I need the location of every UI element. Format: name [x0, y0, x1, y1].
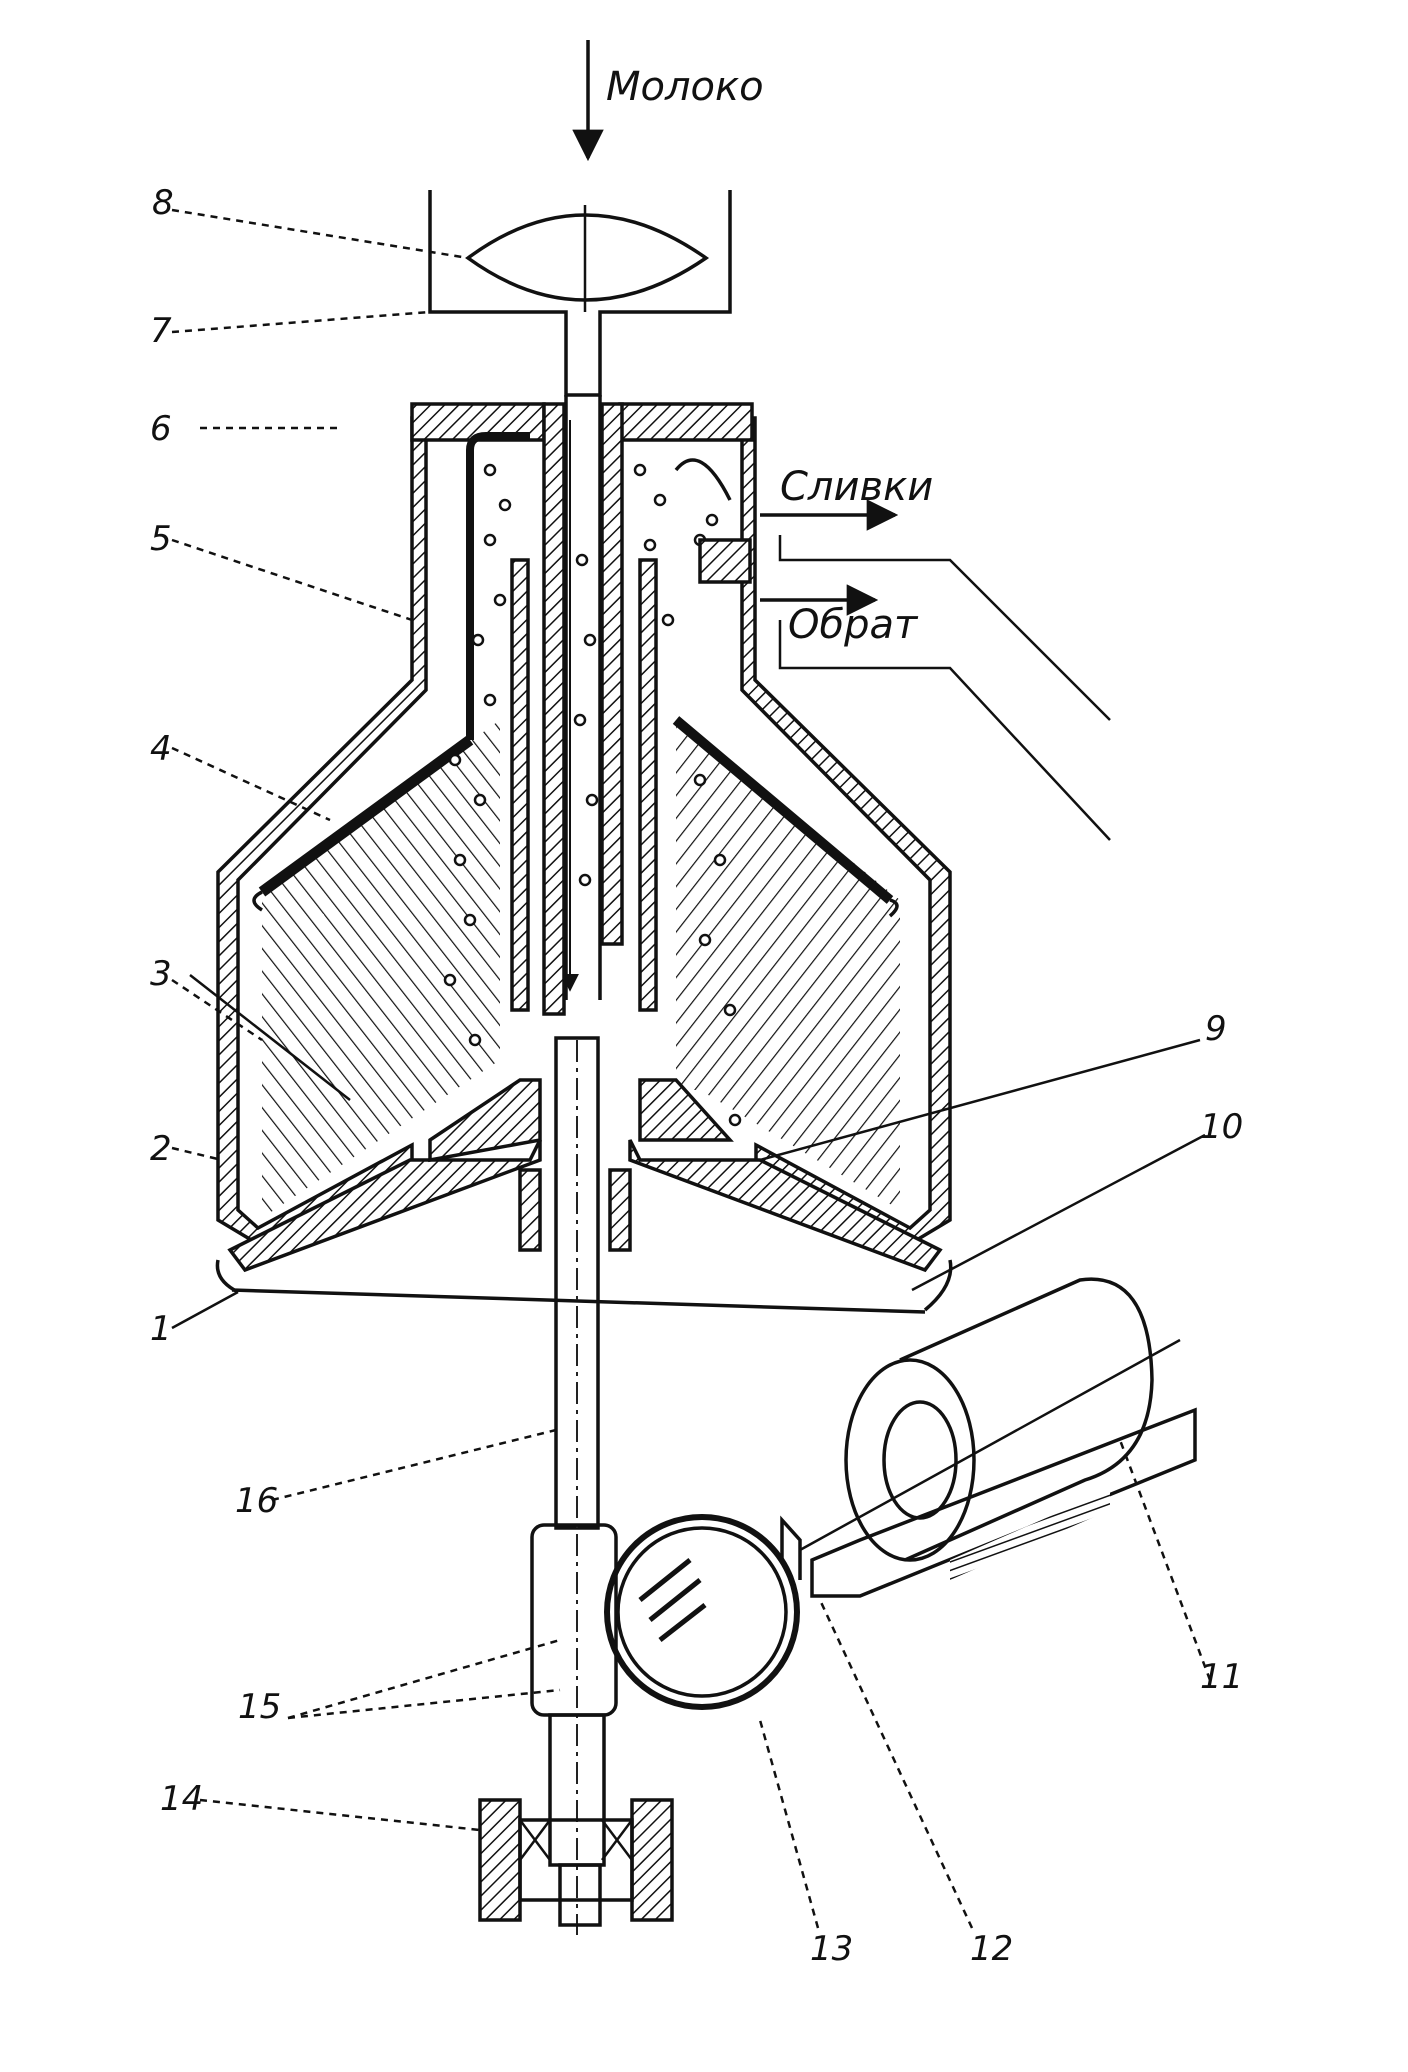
- plate-stack-left: [252, 432, 530, 1218]
- label-3: 3: [150, 954, 172, 994]
- label-14: 14: [160, 1779, 203, 1819]
- worm-wheel: [604, 1514, 800, 1710]
- label-6: 6: [150, 409, 172, 449]
- skim-outlet: [698, 538, 1111, 841]
- spindle: [530, 1036, 618, 1935]
- upper-bearing: [518, 1168, 632, 1252]
- label-16: 16: [235, 1481, 278, 1521]
- lower-bearing: [478, 1798, 674, 1922]
- label-4: 4: [150, 729, 172, 769]
- float-chamber: [428, 190, 732, 397]
- milk-label: Молоко: [606, 64, 764, 110]
- feed-tube: [561, 395, 602, 1000]
- cream-label: Сливки: [780, 464, 933, 510]
- label-9: 9: [1205, 1009, 1227, 1049]
- label-1: 1: [150, 1309, 172, 1349]
- label-10: 10: [1200, 1107, 1243, 1147]
- label-11: 11: [1200, 1657, 1243, 1697]
- label-5: 5: [150, 519, 172, 559]
- electric-motor: [799, 1277, 1197, 1598]
- plate-stack-right: [672, 620, 900, 1210]
- label-2: 2: [150, 1129, 172, 1169]
- label-15: 15: [238, 1687, 281, 1727]
- plate-holder: [428, 558, 734, 1163]
- float: [465, 205, 710, 312]
- leader-lines: [171, 208, 1212, 1929]
- label-13: 13: [810, 1929, 853, 1969]
- skim-label: Обрат: [788, 602, 919, 648]
- milk-droplets: [443, 463, 742, 1127]
- coupling: [780, 1515, 802, 1580]
- drum-cover: [410, 402, 754, 1016]
- label-7: 7: [150, 311, 172, 351]
- cream-outlet: [674, 458, 1111, 721]
- label-12: 12: [970, 1929, 1013, 1969]
- label-8: 8: [152, 183, 174, 223]
